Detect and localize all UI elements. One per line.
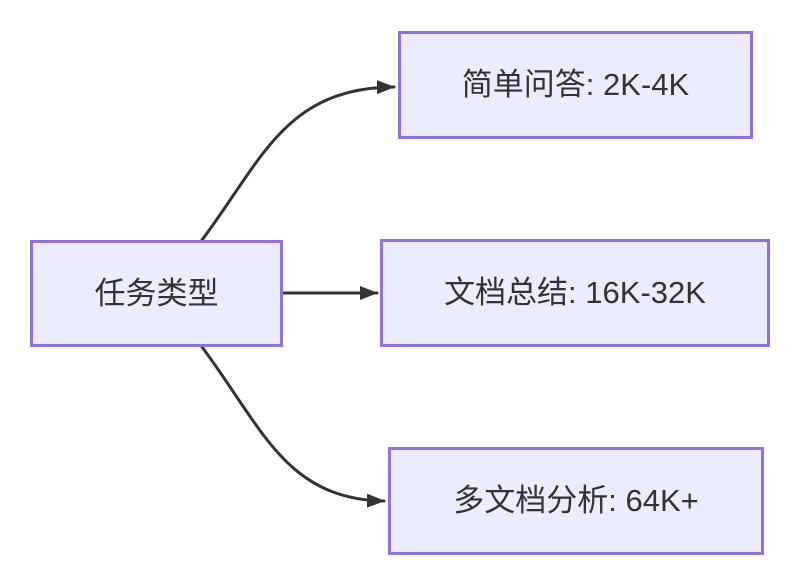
node-task-type-label: 任务类型 — [94, 275, 219, 311]
edge-root-to-qa — [200, 80, 396, 242]
edge-root-to-multi — [200, 345, 386, 508]
node-task-type: 任务类型 — [30, 240, 283, 347]
node-multi-doc-analysis-label: 多文档分析: 64K+ — [453, 483, 699, 519]
node-doc-summary-label: 文档总结: 16K-32K — [444, 275, 706, 311]
node-multi-doc-analysis: 多文档分析: 64K+ — [388, 447, 764, 555]
node-doc-summary: 文档总结: 16K-32K — [380, 239, 770, 347]
node-simple-qa-label: 简单问答: 2K-4K — [461, 67, 690, 103]
node-simple-qa: 简单问答: 2K-4K — [398, 31, 753, 139]
